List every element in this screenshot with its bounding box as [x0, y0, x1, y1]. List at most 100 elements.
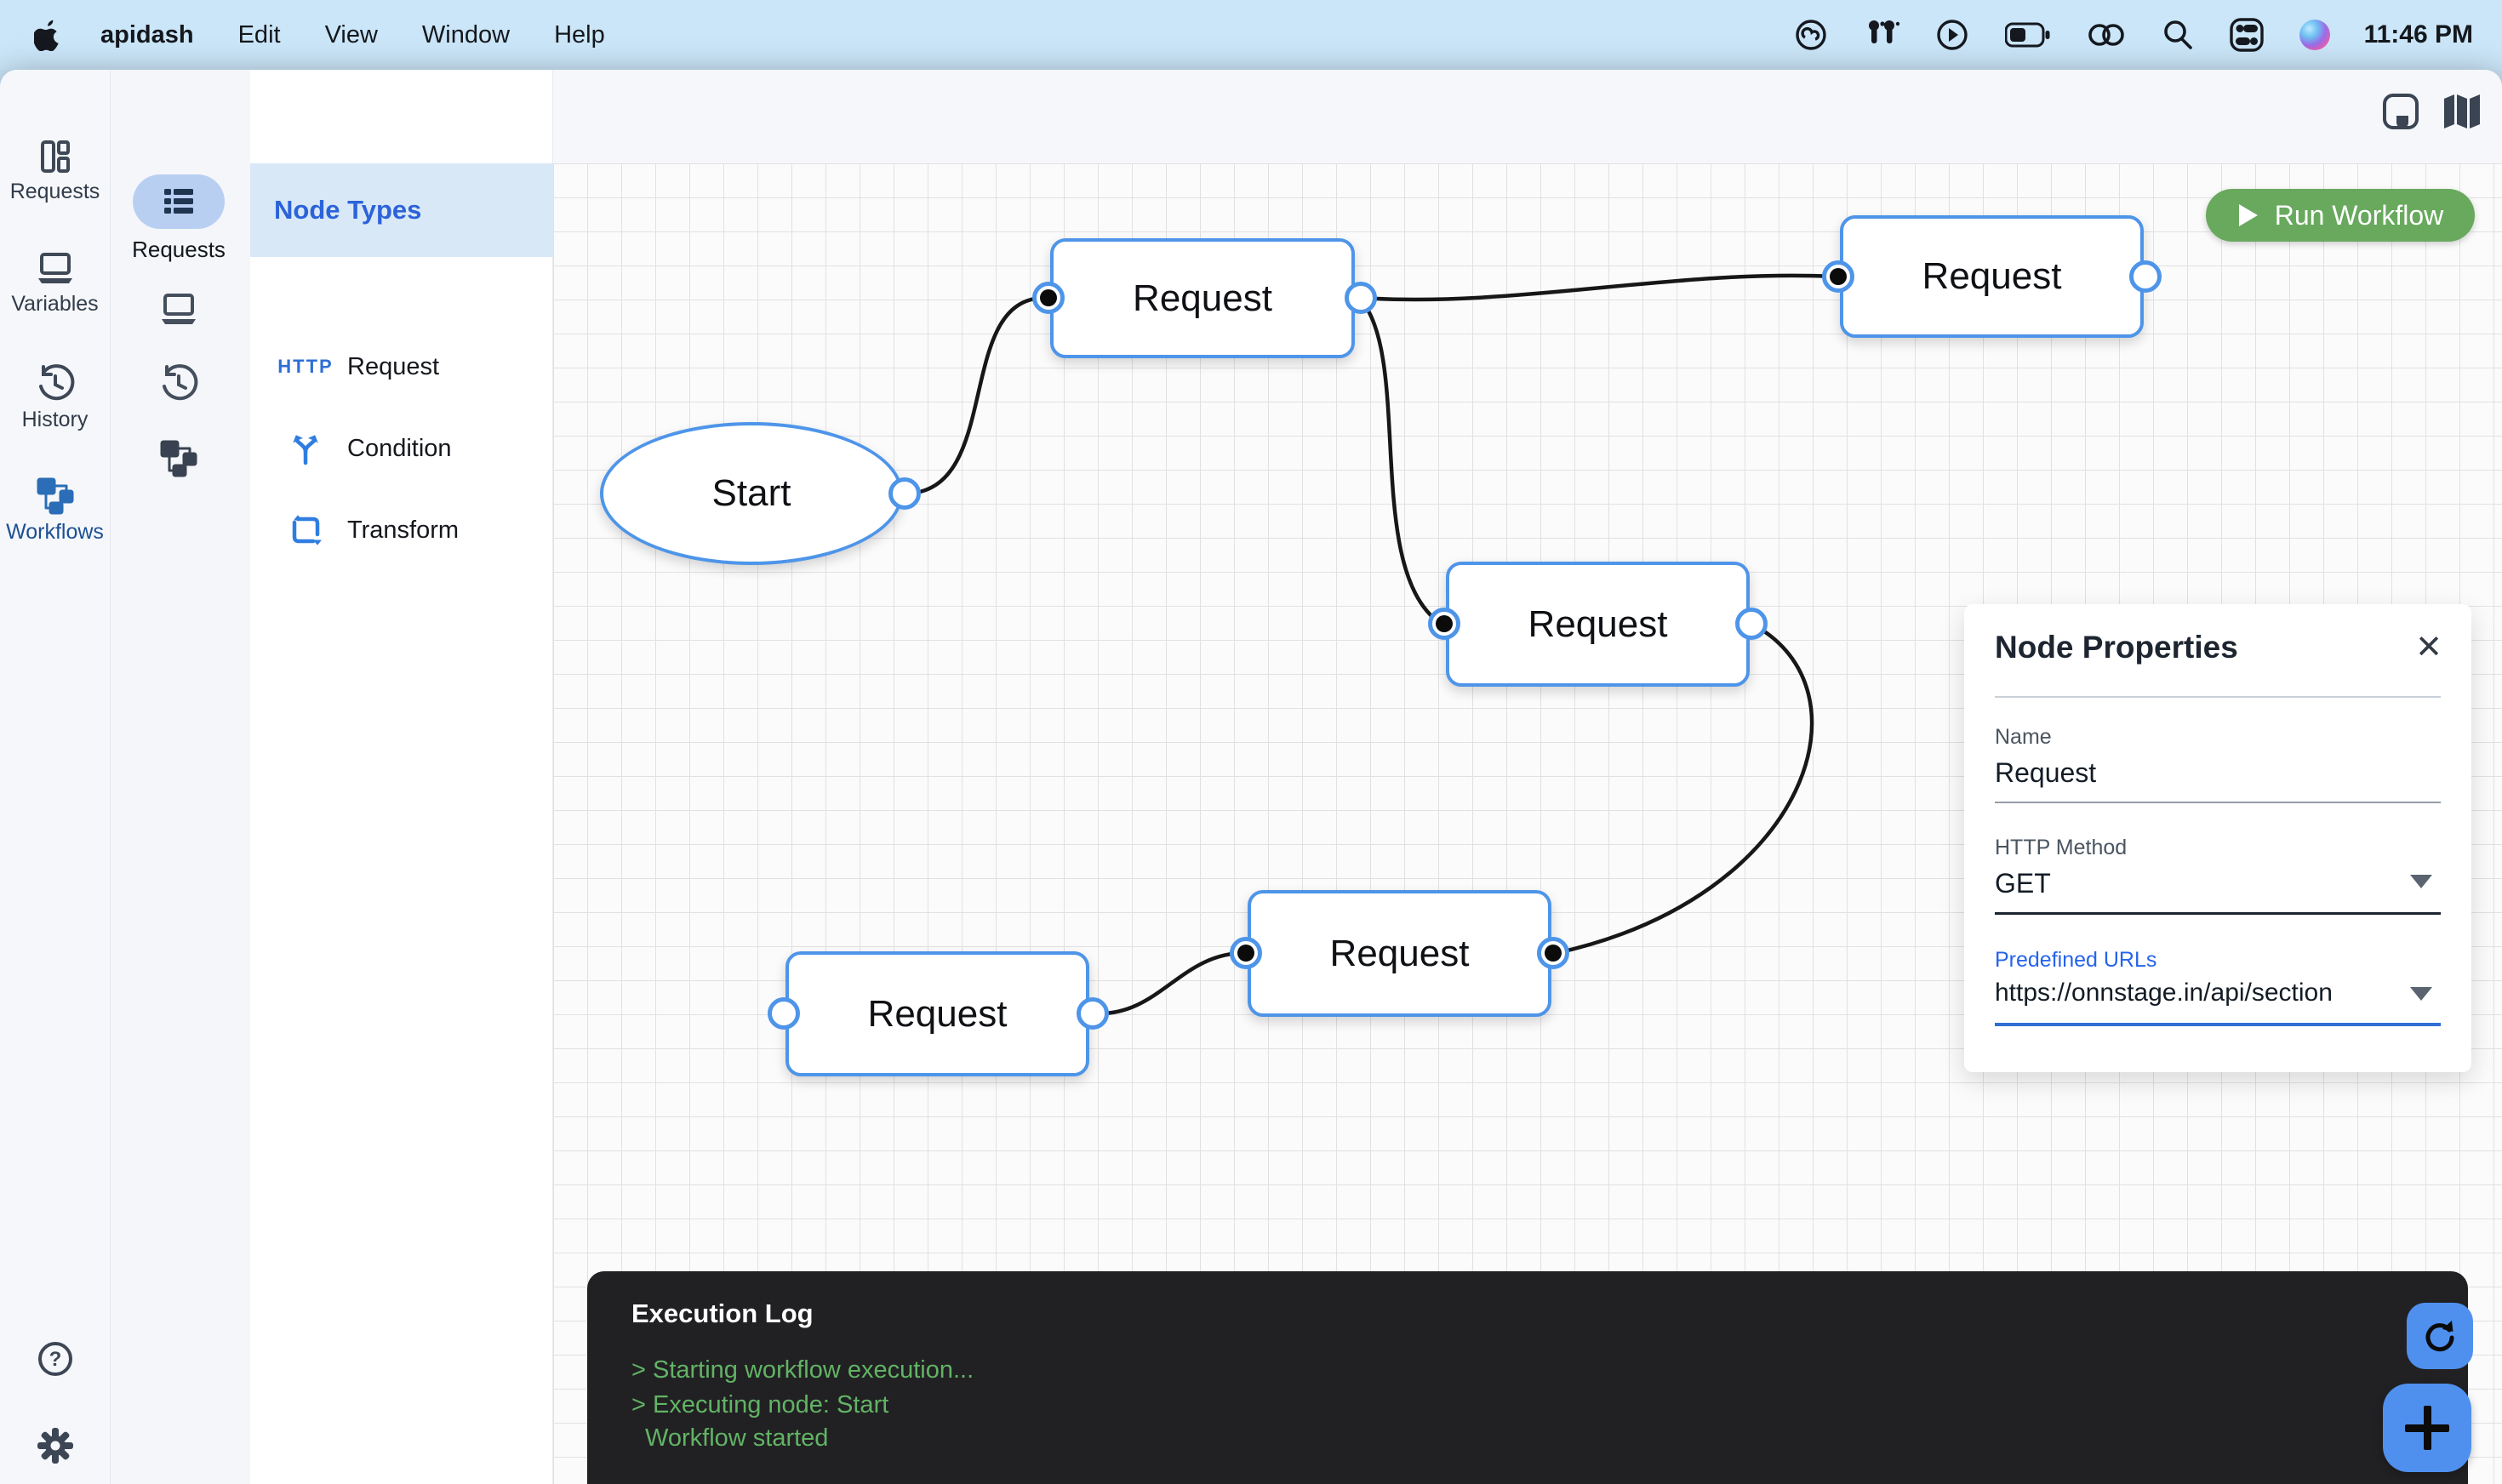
menu-edit[interactable]: Edit [237, 20, 281, 49]
rail-item-label: Requests [132, 237, 226, 262]
divider [1995, 696, 2441, 698]
sidebar-item-label: Requests [9, 180, 100, 203]
port-output[interactable] [888, 477, 921, 510]
svg-text:?: ? [49, 1348, 61, 1371]
sidebar-item-label: Workflows [6, 520, 104, 544]
urls-field-label: Predefined URLs [1995, 948, 2157, 972]
node-type-request[interactable]: HTTP Request [250, 336, 553, 397]
port-input[interactable] [1230, 937, 1262, 969]
properties-title: Node Properties [1995, 630, 2238, 665]
run-workflow-label: Run Workflow [2274, 199, 2444, 231]
refresh-icon [2425, 1321, 2454, 1352]
menu-view[interactable]: View [324, 20, 378, 49]
node-type-label: Condition [347, 434, 452, 462]
node-request-4[interactable]: Request [785, 951, 1089, 1076]
node-properties-panel: Node Properties ✕ Name Request HTTP Meth… [1964, 604, 2471, 1072]
settings-gear-icon[interactable] [0, 1426, 110, 1470]
port-output[interactable] [1345, 282, 1377, 314]
node-request-2[interactable]: Request [1840, 215, 2144, 338]
edge-request1-to-request2 [1358, 273, 1837, 302]
play-icon [2238, 204, 2258, 226]
rail-item-history[interactable] [111, 364, 247, 403]
log-line: > Starting workflow execution... [631, 1356, 974, 1384]
method-field-underline [1995, 912, 2441, 915]
node-type-label: Transform [347, 516, 460, 544]
node-type-label: Request [347, 352, 440, 380]
method-field-value[interactable]: GET [1995, 868, 2051, 899]
node-label: Request [1922, 255, 2062, 297]
node-types-header: Node Types [250, 163, 553, 257]
menu-app-name[interactable]: apidash [100, 20, 194, 49]
airpods-icon[interactable] [1864, 18, 1899, 52]
menu-help[interactable]: Help [554, 20, 605, 49]
node-request-1[interactable]: Request [1050, 238, 1355, 358]
transform-icon [276, 512, 335, 548]
edge-start-to-request1 [902, 295, 1048, 496]
control-center-icon[interactable] [2229, 18, 2264, 52]
port-input[interactable] [1428, 608, 1460, 640]
node-label: Request [1528, 602, 1668, 645]
menu-bar: apidash Edit View Window Help [0, 0, 2502, 70]
name-field-underline [1995, 802, 2441, 803]
link-rings-icon[interactable] [2087, 20, 2126, 50]
node-request-3[interactable]: Request [1446, 562, 1750, 687]
add-node-button[interactable] [2383, 1384, 2471, 1472]
run-workflow-button[interactable]: Run Workflow [2206, 189, 2475, 242]
port-output[interactable] [2129, 260, 2162, 293]
sidebar-item-workflows[interactable]: Workflows [0, 477, 110, 545]
refresh-log-button[interactable] [2407, 1303, 2473, 1369]
main-sidebar: Requests Variables History Workflows ? [0, 70, 110, 1484]
sidebar-item-label: Variables [11, 292, 99, 316]
close-icon[interactable]: ✕ [2415, 630, 2442, 665]
node-start[interactable]: Start [600, 422, 903, 565]
branch-icon [276, 431, 335, 466]
sidebar-item-label: History [21, 408, 89, 431]
dropdown-caret-icon[interactable] [2410, 987, 2432, 1001]
node-type-transform[interactable]: Transform [250, 499, 553, 561]
map-icon[interactable] [2441, 92, 2483, 135]
node-types-panel: Node Types HTTP Request Condition Transf… [250, 70, 553, 1484]
log-line: Workflow started [645, 1424, 829, 1452]
urls-field-value[interactable]: https://onnstage.in/api/section [1995, 979, 2333, 1007]
help-icon[interactable]: ? [0, 1339, 110, 1383]
node-request-5[interactable]: Request [1248, 890, 1551, 1017]
http-icon: HTTP [277, 356, 334, 377]
battery-icon[interactable] [2004, 22, 2051, 48]
spotlight-search-icon[interactable] [2162, 19, 2194, 51]
menu-window[interactable]: Window [421, 20, 511, 49]
node-type-condition[interactable]: Condition [250, 418, 553, 479]
log-line: > Executing node: Start [631, 1391, 889, 1418]
siri-icon[interactable] [2299, 20, 2330, 50]
port-output[interactable] [1537, 937, 1569, 969]
rail-item-variables[interactable] [111, 291, 247, 328]
node-label: Request [867, 992, 1008, 1035]
secondary-rail: Requests [110, 70, 250, 1484]
dropdown-caret-icon[interactable] [2410, 875, 2432, 888]
sidebar-item-history[interactable]: History [0, 364, 110, 432]
port-output[interactable] [1735, 608, 1768, 640]
menu-bar-clock[interactable]: 11:46 PM [2363, 20, 2473, 49]
name-field-value[interactable]: Request [1995, 757, 2097, 788]
port-input[interactable] [1822, 260, 1854, 293]
node-types-title: Node Types [274, 195, 422, 225]
sidebar-item-variables[interactable]: Variables [0, 250, 110, 317]
urls-field-underline [1995, 1023, 2441, 1026]
creative-cloud-icon[interactable] [1794, 18, 1828, 52]
node-label: Request [1133, 277, 1272, 319]
sidebar-item-requests[interactable]: Requests [0, 138, 110, 204]
port-input[interactable] [1032, 282, 1065, 314]
media-play-icon[interactable] [1935, 18, 1969, 52]
port-input[interactable] [768, 997, 800, 1030]
method-field-label: HTTP Method [1995, 836, 2128, 859]
apple-logo-icon[interactable] [34, 19, 63, 51]
name-field-label: Name [1995, 725, 2052, 749]
rail-item-requests-selected[interactable] [133, 174, 225, 229]
edge-request1-to-request3 [1358, 297, 1443, 626]
node-label: Request [1329, 932, 1470, 974]
execution-log-panel: Execution Log > Starting workflow execut… [587, 1271, 2468, 1484]
toggle-panel-icon[interactable] [2381, 92, 2420, 135]
app-window: New Workflow Requests Variables History [0, 70, 2502, 1484]
port-output[interactable] [1077, 997, 1109, 1030]
execution-log-title: Execution Log [631, 1298, 814, 1328]
rail-item-workflows[interactable] [111, 439, 247, 478]
